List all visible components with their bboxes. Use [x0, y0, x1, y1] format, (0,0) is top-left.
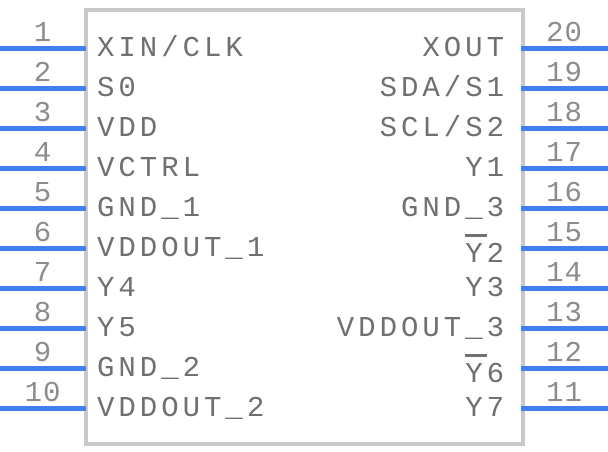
pin-label-text: SCL/S2: [379, 112, 508, 145]
pin-line-10: [0, 406, 86, 411]
pin-label-20: XOUT: [422, 34, 508, 63]
pin-number-20: 20: [546, 17, 583, 50]
ic-body-outline: [84, 8, 525, 446]
pin-number-1: 1: [33, 17, 53, 50]
pin-number-2: 2: [33, 57, 53, 90]
pin-number-6: 6: [33, 217, 53, 250]
pin-label-text: VDDOUT_3: [336, 312, 508, 345]
pin-line-14: [521, 286, 608, 291]
pin-number-10: 10: [24, 377, 62, 410]
pin-line-3: [0, 126, 86, 131]
pin-label-13: VDDOUT_3: [337, 314, 508, 343]
pin-label-12: Y6: [465, 354, 508, 389]
pin-line-15: [521, 246, 608, 251]
pin-label-19: SDA/S1: [380, 74, 508, 103]
pin-label-17: Y1: [465, 154, 508, 183]
pin-number-8: 8: [33, 297, 53, 330]
pin-number-7: 7: [33, 257, 53, 290]
pin-label-text: GND_3: [400, 192, 508, 225]
pin-label-text: Y7: [465, 392, 508, 425]
pin-number-19: 19: [546, 57, 583, 90]
pin-label-14: Y3: [465, 274, 508, 303]
pin-line-12: [521, 366, 608, 371]
pin-label-text: Y5: [97, 312, 140, 345]
pin-number-16: 16: [546, 177, 583, 210]
pin-number-17: 17: [546, 137, 583, 170]
pin-label-text: VDDOUT_1: [97, 232, 269, 265]
pin-line-19: [521, 86, 608, 91]
pin-label-3: VDD: [97, 114, 161, 143]
pin-label-11: Y7: [465, 394, 508, 423]
pin-number-12: 12: [546, 337, 583, 370]
pin-label-text: GND_1: [97, 192, 205, 225]
pin-line-18: [521, 126, 608, 131]
overline-segment: Y: [465, 354, 487, 389]
pin-label-text: 6: [486, 358, 508, 391]
pin-number-5: 5: [33, 177, 53, 210]
pin-number-13: 13: [546, 297, 583, 330]
pin-number-18: 18: [546, 97, 583, 130]
pin-line-16: [521, 206, 608, 211]
pin-label-text: Y1: [465, 152, 508, 185]
pin-line-20: [521, 46, 608, 51]
pin-label-10: VDDOUT_2: [97, 394, 268, 423]
pin-label-15: Y2: [465, 234, 508, 269]
pin-label-text: S0: [97, 72, 140, 105]
pin-label-text: Y4: [97, 272, 140, 305]
pin-line-13: [521, 326, 608, 331]
pin-line-2: [0, 86, 86, 91]
pin-label-text: 2: [486, 238, 508, 271]
pin-line-7: [0, 286, 86, 291]
pin-label-2: S0: [97, 74, 140, 103]
pin-line-1: [0, 46, 86, 51]
pin-label-1: XIN/CLK: [97, 34, 247, 63]
pin-number-4: 4: [33, 137, 53, 170]
pin-label-7: Y4: [97, 274, 140, 303]
pin-label-text: VDDOUT_2: [97, 392, 269, 425]
pin-label-text: Y3: [465, 272, 508, 305]
pin-line-4: [0, 166, 86, 171]
pin-label-16: GND_3: [401, 194, 508, 223]
pin-number-3: 3: [33, 97, 53, 130]
pin-label-18: SCL/S2: [380, 114, 508, 143]
pin-number-11: 11: [546, 377, 583, 410]
pin-label-text: SDA/S1: [379, 72, 508, 105]
pin-line-17: [521, 166, 608, 171]
pin-label-5: GND_1: [97, 194, 204, 223]
pin-line-5: [0, 206, 86, 211]
pin-label-text: GND_2: [97, 352, 205, 385]
pin-number-9: 9: [33, 337, 53, 370]
pin-number-15: 15: [546, 217, 583, 250]
pin-line-6: [0, 246, 86, 251]
pin-label-6: VDDOUT_1: [97, 234, 268, 263]
pin-line-11: [521, 406, 608, 411]
pin-label-9: GND_2: [97, 354, 204, 383]
pin-label-text: XIN/CLK: [97, 32, 247, 65]
overline-segment: Y: [465, 234, 487, 269]
pin-label-text: VCTRL: [97, 152, 205, 185]
pin-label-text: XOUT: [422, 32, 508, 65]
pin-number-14: 14: [546, 257, 583, 290]
pin-line-8: [0, 326, 86, 331]
pin-label-text: VDD: [97, 112, 162, 145]
pin-label-8: Y5: [97, 314, 140, 343]
pin-label-4: VCTRL: [97, 154, 204, 183]
pin-line-9: [0, 366, 86, 371]
